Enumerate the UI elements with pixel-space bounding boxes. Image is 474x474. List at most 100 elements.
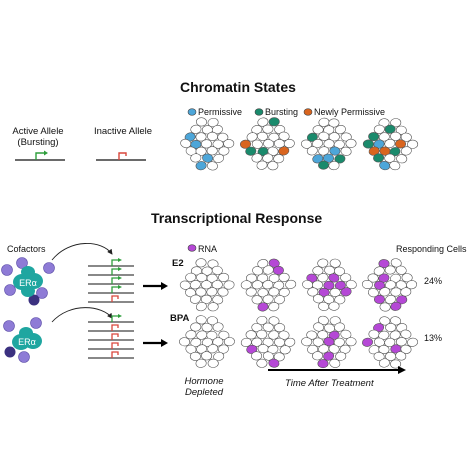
- nucleosome: [333, 140, 345, 150]
- nucleosome: [406, 280, 418, 290]
- legend-newly-permissive-label: Newly Permissive: [314, 107, 386, 117]
- bpa-label: BPA: [170, 313, 190, 324]
- active-allele-label-line2: (Bursting): [17, 137, 59, 148]
- marked-nucleosome: [362, 139, 374, 149]
- nucleosome: [334, 322, 345, 332]
- nucleosome: [217, 132, 229, 142]
- time-after-treatment-label: Time After Treatment: [285, 378, 374, 389]
- nucleosome: [262, 351, 274, 361]
- marked-nucleosome: [278, 146, 290, 156]
- nucleosome: [390, 131, 402, 141]
- nucleosome: [217, 344, 229, 354]
- nucleosome: [379, 316, 391, 326]
- nucleosome: [400, 132, 412, 142]
- nucleosome: [323, 294, 335, 305]
- e2-nucleus-2: [240, 258, 297, 312]
- nucleosome: [389, 161, 401, 171]
- marked-nucleosome: [312, 154, 324, 164]
- nucleosome: [329, 358, 341, 368]
- nucleosome: [407, 139, 419, 149]
- nucleosome: [379, 287, 391, 297]
- nucleosome: [384, 153, 396, 163]
- marked-nucleosome: [373, 294, 385, 304]
- nucleosome: [195, 258, 207, 268]
- nucleosome: [251, 153, 263, 163]
- nucleosome: [379, 302, 391, 312]
- nucleosome: [251, 351, 263, 361]
- nucleosome: [207, 302, 219, 312]
- nucleosome: [245, 330, 257, 340]
- nucleosome: [195, 302, 207, 312]
- nucleosome: [284, 337, 296, 347]
- nucleosome: [185, 272, 197, 282]
- nucleosome: [395, 265, 407, 275]
- nucleosome: [301, 337, 313, 347]
- marked-nucleosome: [328, 273, 340, 283]
- nucleosome: [312, 337, 324, 347]
- nucleosome: [328, 161, 340, 171]
- bpa-percentage: 13%: [424, 333, 443, 343]
- nucleosome: [373, 351, 385, 362]
- nucleosome: [246, 273, 257, 283]
- legend-permissive-label: Permissive: [198, 107, 243, 117]
- nucleosome: [195, 287, 207, 297]
- nucleosome: [339, 344, 351, 354]
- nucleosome: [400, 146, 412, 156]
- nucleosome: [273, 280, 285, 291]
- hormone-depleted-line1: Hormone: [184, 376, 224, 387]
- nucleosome: [190, 322, 202, 332]
- nucleosome: [329, 287, 341, 297]
- nucleosome: [256, 160, 268, 170]
- hormone-depleted-line2: Depleted: [184, 387, 224, 398]
- nucleosome: [251, 323, 263, 333]
- legend-permissive-dot: [187, 108, 197, 116]
- nucleosome: [257, 273, 269, 283]
- nucleosome: [207, 344, 219, 354]
- nucleosome: [218, 146, 230, 156]
- marked-nucleosome: [257, 302, 269, 312]
- nucleosome: [345, 337, 357, 347]
- nucleosome: [373, 124, 385, 134]
- chromatin-nucleus-4: [362, 118, 419, 171]
- nucleosome: [328, 118, 340, 128]
- nucleosome: [345, 138, 357, 148]
- nucleosome: [340, 146, 352, 156]
- marked-nucleosome: [389, 147, 401, 157]
- nucleosome: [367, 288, 379, 298]
- nucleosome: [252, 266, 264, 276]
- legend-rna-label: RNA: [198, 244, 218, 254]
- chromatin-states-title: Chromatin States: [180, 79, 296, 95]
- nucleosome: [195, 358, 207, 368]
- nucleosome: [278, 272, 290, 282]
- legend-rna-dot: [187, 244, 197, 252]
- time-arrow: [268, 366, 406, 374]
- nucleosome: [189, 351, 201, 361]
- marked-nucleosome: [318, 287, 330, 297]
- nucleosome: [268, 316, 280, 326]
- marked-nucleosome: [378, 259, 390, 269]
- nucleosome: [251, 139, 263, 149]
- nucleosome: [273, 154, 285, 164]
- nucleosome: [251, 125, 263, 135]
- hormone-depleted-label: Hormone Depleted: [176, 376, 232, 398]
- nucleosome: [218, 272, 230, 282]
- nucleosome: [223, 280, 235, 290]
- nucleosome: [345, 279, 357, 290]
- nucleosome: [378, 118, 390, 128]
- transcriptional-response-title: Transcriptional Response: [151, 210, 323, 226]
- nucleosome: [218, 330, 230, 340]
- nucleosome: [390, 118, 402, 128]
- nucleosome: [257, 259, 269, 269]
- marked-nucleosome: [317, 359, 329, 369]
- e2-nucleus-3: [302, 258, 357, 311]
- nucleosome: [201, 322, 213, 333]
- marked-nucleosome: [390, 301, 402, 311]
- nucleosome: [179, 337, 191, 347]
- nucleosome: [312, 125, 324, 135]
- nucleosome: [267, 161, 279, 171]
- nucleosome: [185, 288, 196, 298]
- nucleosome: [217, 287, 229, 297]
- marked-nucleosome: [323, 280, 335, 290]
- cofactors-label: Cofactors: [7, 244, 46, 254]
- nucleosome: [329, 258, 341, 268]
